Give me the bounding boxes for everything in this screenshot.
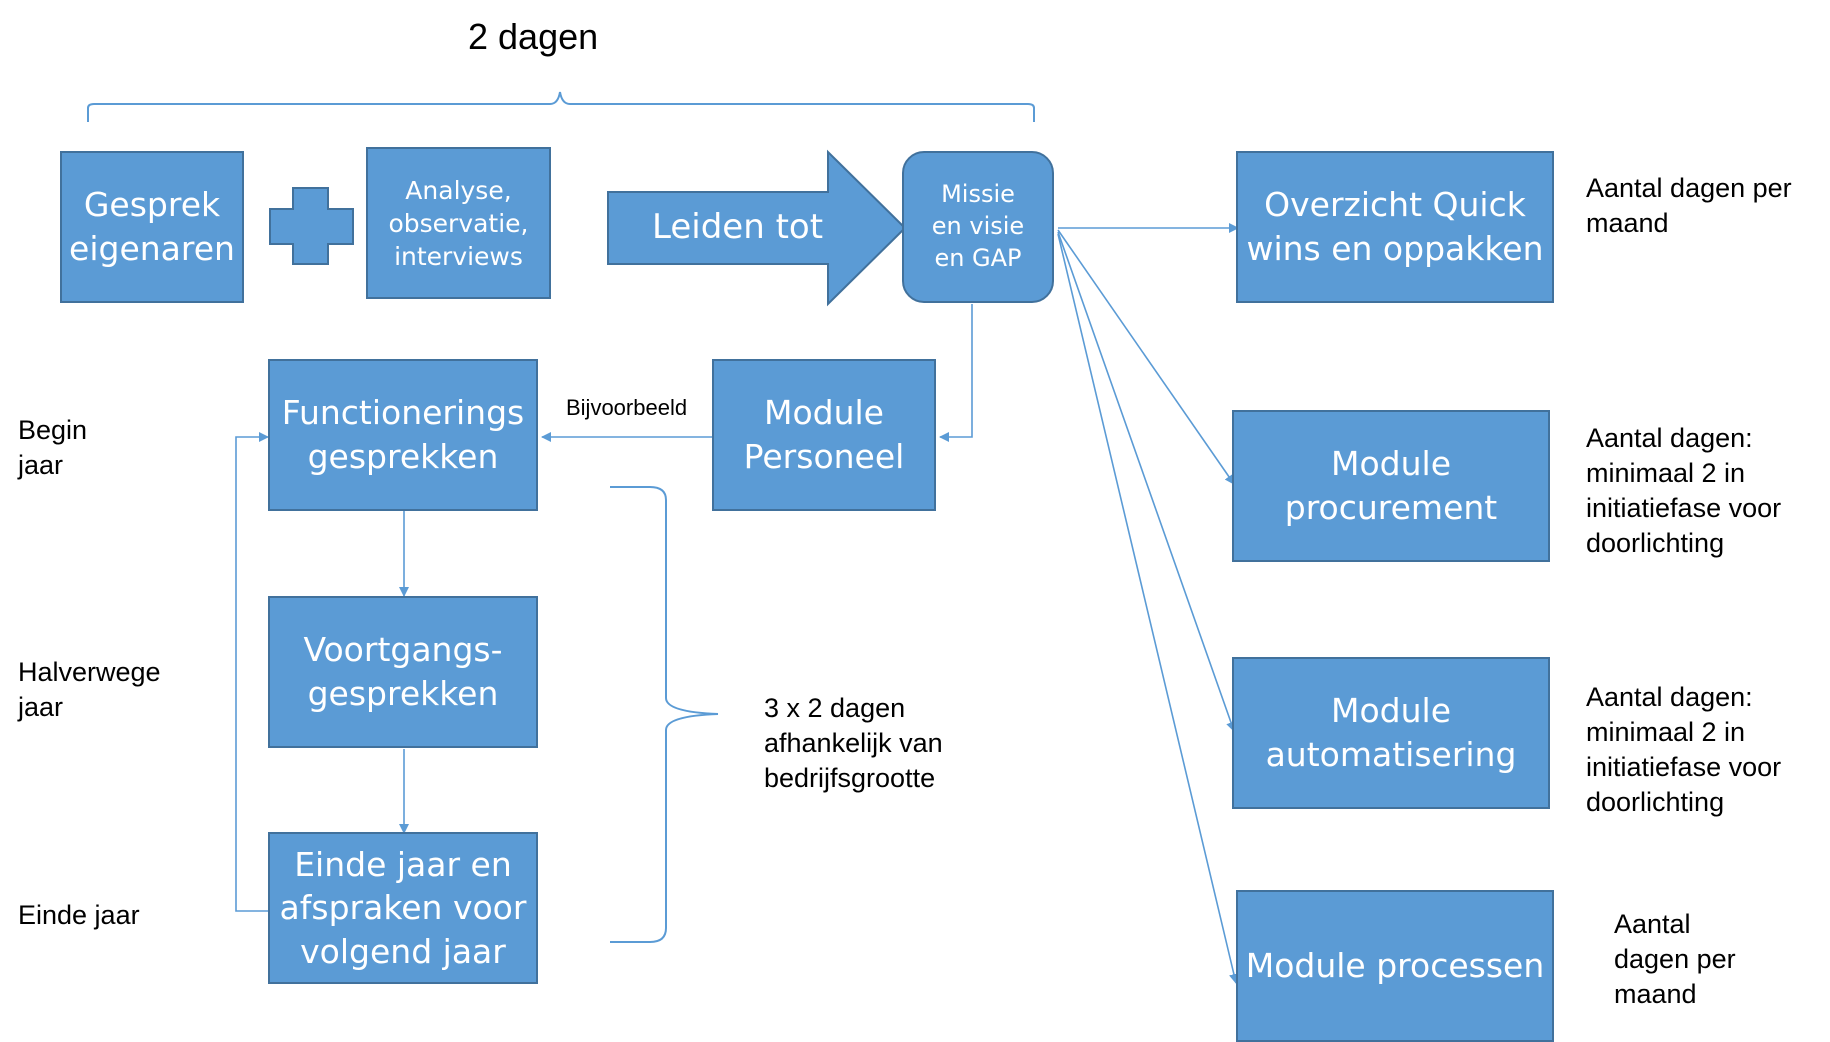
module-processen-box: Module processen xyxy=(1236,890,1554,1042)
missie-visie-gap-box: Missie en visie en GAP xyxy=(902,151,1054,303)
connector-missie-personeel xyxy=(939,304,973,442)
connector-missie-automatisering xyxy=(1057,231,1236,732)
module-personeel-box: Module Personeel xyxy=(712,359,936,511)
bijvoorbeeld-label: Bijvoorbeeld xyxy=(566,395,688,420)
module-automatisering-box: Module automatisering xyxy=(1232,657,1550,809)
halverwege-jaar-label: Halverwege jaar xyxy=(18,657,161,723)
quick-wins-note: Aantal dagen per maand xyxy=(1586,173,1792,239)
leiden-tot-arrow xyxy=(607,149,907,307)
einde-jaar-box: Einde jaar en afspraken voor volgend jaa… xyxy=(268,832,538,984)
top-brace xyxy=(87,91,1035,122)
connector-missie-procurement xyxy=(1057,229,1235,485)
einde-jaar-label: Einde jaar xyxy=(18,900,140,930)
procurement-note: Aantal dagen: minimaal 2 in initiatiefas… xyxy=(1586,423,1782,559)
phase-duration-label: 2 dagen xyxy=(468,16,599,57)
module-procurement-box: Module procurement xyxy=(1232,410,1550,562)
voortgangsgesprekken-box: Voortgangs- gesprekken xyxy=(268,596,538,748)
plus-icon xyxy=(269,187,354,265)
analyse-box: Analyse, observatie, interviews xyxy=(366,147,551,299)
cycle-duration-label: 3 x 2 dagen afhankelijk van bedrijfsgroo… xyxy=(764,693,943,794)
connector-loop-back xyxy=(235,432,269,912)
cycle-brace xyxy=(610,486,719,943)
functioneringsgesprekken-box: Functionerings gesprekken xyxy=(268,359,538,511)
connector-missie-processen xyxy=(1057,233,1239,984)
automatisering-note: Aantal dagen: minimaal 2 in initiatiefas… xyxy=(1586,682,1782,818)
begin-jaar-label: Begin jaar xyxy=(18,415,88,481)
leiden-tot-label: Leiden tot xyxy=(652,207,824,247)
quick-wins-box: Overzicht Quick wins en oppakken xyxy=(1236,151,1554,303)
processen-note: Aantal dagen per maand xyxy=(1614,909,1736,1010)
gesprek-eigenaren-box: Gesprek eigenaren xyxy=(60,151,244,303)
